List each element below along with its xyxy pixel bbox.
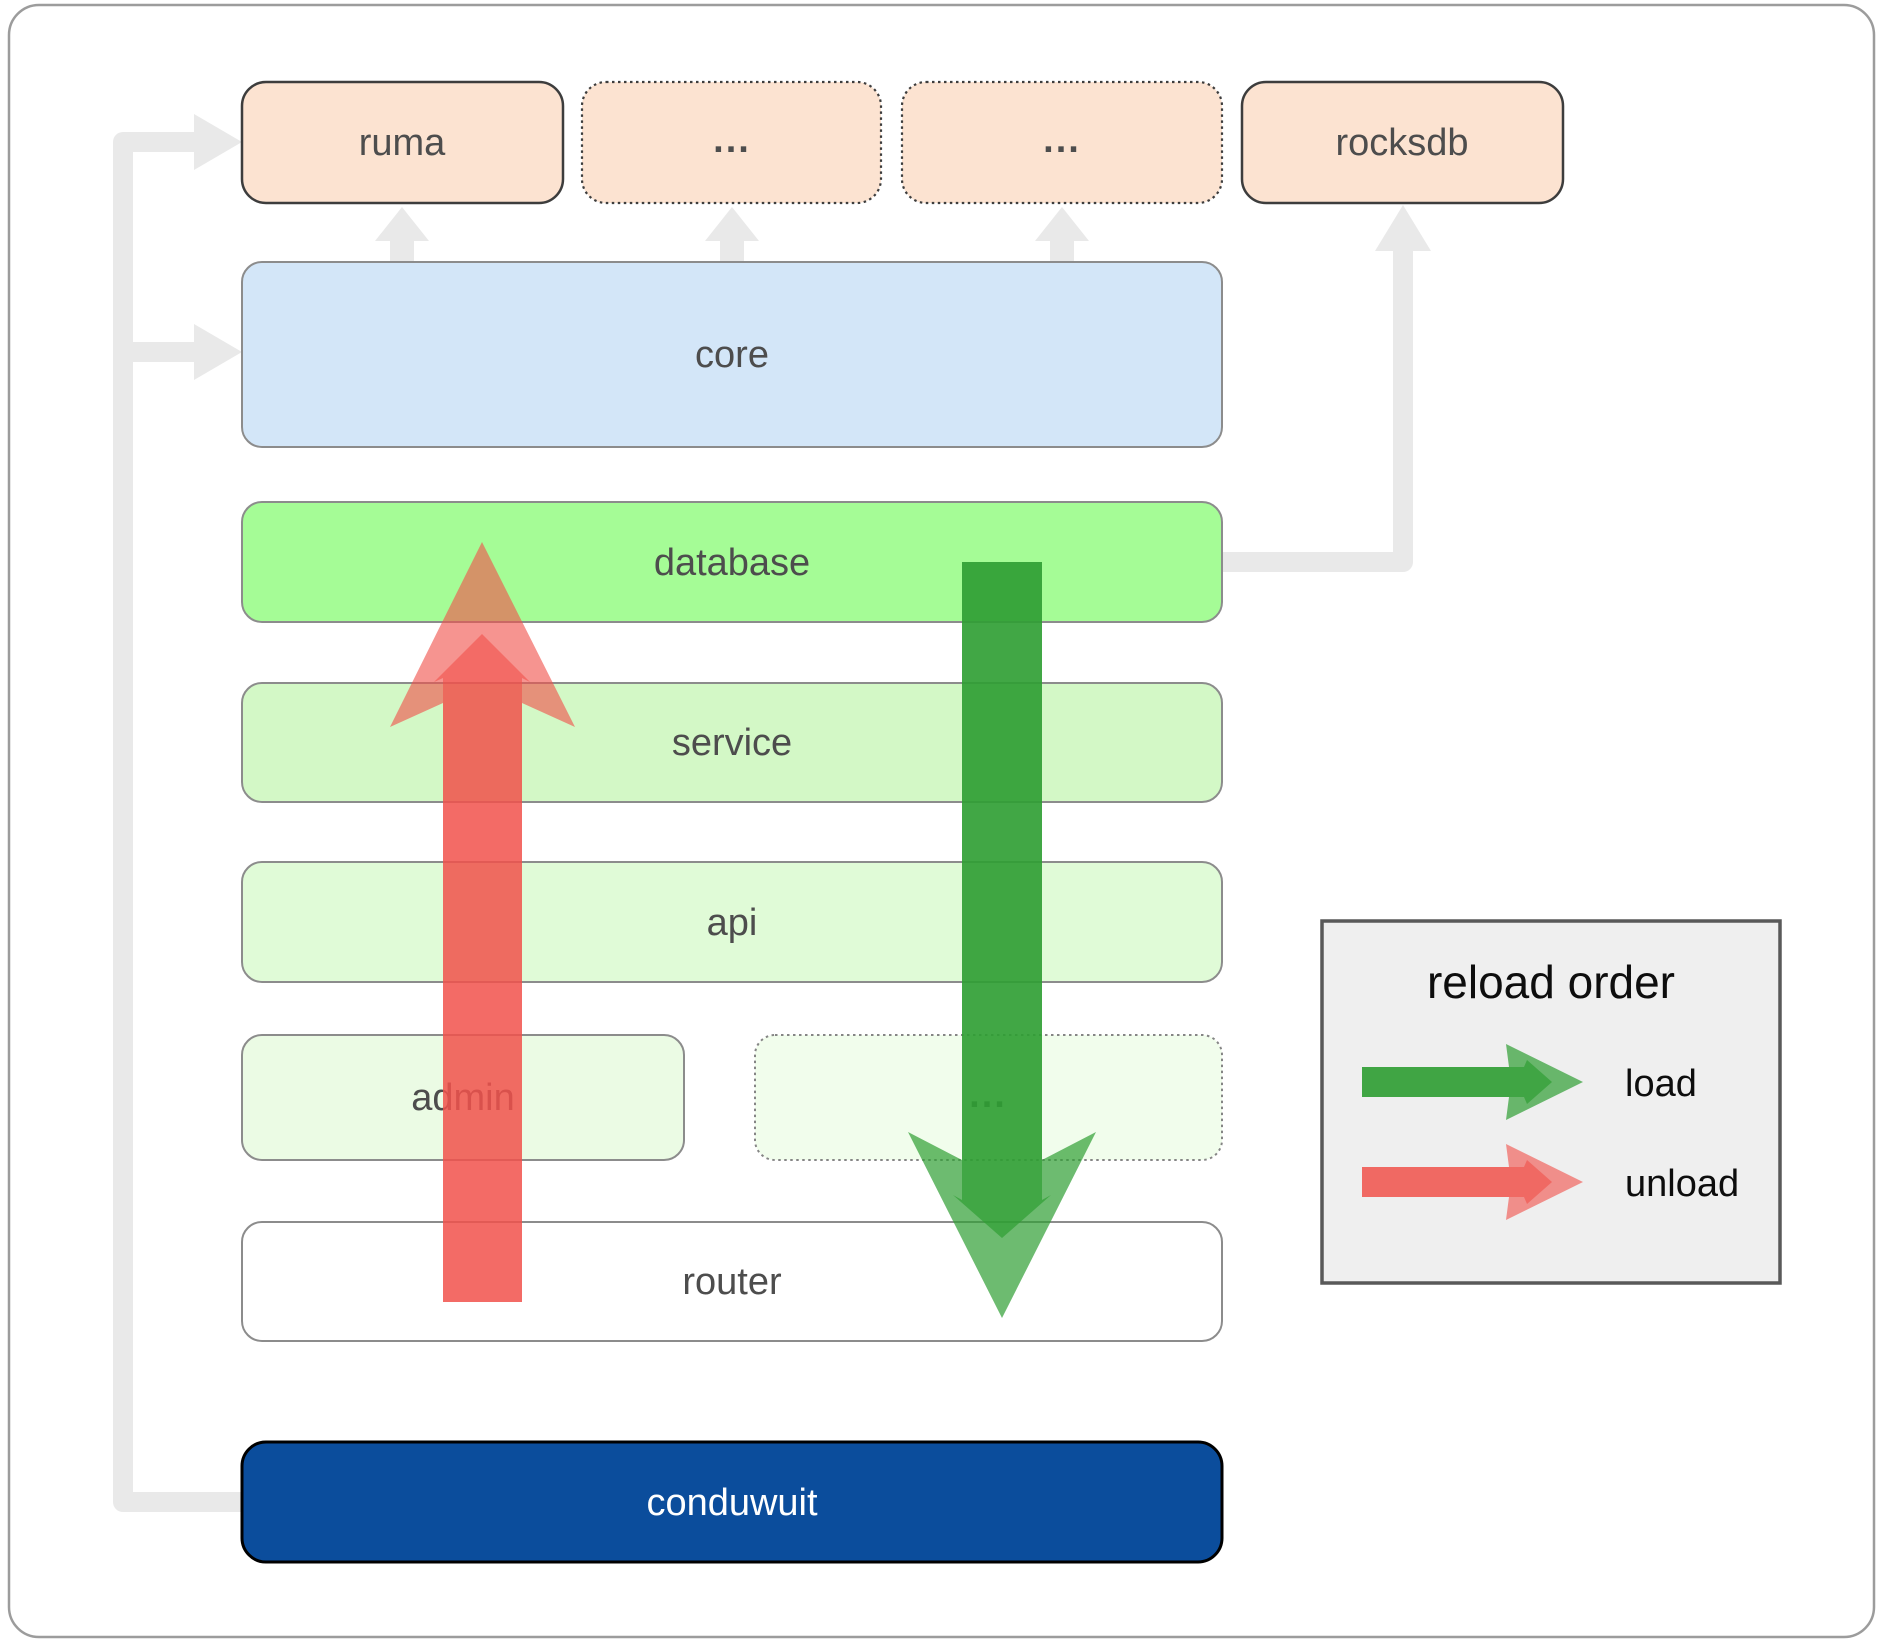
outer-frame	[7, 3, 1876, 1639]
api-label: api	[707, 902, 758, 944]
legend-load-arrow-inner	[1362, 1060, 1552, 1104]
conduwuit-box	[240, 1440, 1224, 1564]
dep-more2-box	[900, 80, 1224, 205]
load-arrow-inner	[953, 562, 1051, 1238]
arrowhead-into-dep-more1	[705, 207, 759, 241]
dep-more1-box	[580, 80, 883, 205]
core-box	[241, 261, 1223, 448]
legend-load-label: load	[1625, 1063, 1697, 1105]
service-label: service	[672, 722, 792, 764]
ruma-label: ruma	[359, 122, 446, 164]
connector-core-to-deps	[375, 207, 1089, 264]
rocksdb-box	[1240, 80, 1565, 205]
legend: reload order load unload	[1320, 919, 1782, 1285]
conduwuit-label: conduwuit	[646, 1482, 818, 1524]
arrowhead-into-core	[194, 324, 242, 380]
router-label: router	[682, 1261, 782, 1303]
legend-unload-label: unload	[1625, 1163, 1739, 1205]
legend-unload-arrow-icon	[1362, 1144, 1583, 1220]
legend-load-arrow-icon	[1362, 1044, 1583, 1120]
ruma-box	[240, 80, 565, 205]
dep-more2-label: ...	[1043, 119, 1081, 161]
legend-box	[1320, 919, 1782, 1285]
core-label: core	[695, 334, 769, 376]
legend-title: reload order	[1427, 956, 1675, 1008]
dependency-row: ruma ... ... rocksdb	[240, 80, 1565, 205]
unload-arrow	[390, 542, 575, 1302]
unload-arrow-inner	[434, 634, 530, 1302]
connector-database-to-rocksdb	[1222, 251, 1413, 572]
arrowhead-into-dep-more2	[1035, 207, 1089, 241]
load-arrow	[908, 562, 1096, 1318]
arrowhead-into-ruma	[194, 114, 242, 170]
connector-conduwuit-to-ruma	[113, 132, 243, 1512]
database-label: database	[654, 542, 810, 584]
gray-connectors	[113, 114, 1431, 1512]
dep-more1-label: ...	[713, 119, 751, 161]
arrowhead-into-rocksdb	[1375, 205, 1431, 251]
legend-unload-arrow-inner	[1362, 1160, 1552, 1204]
rocksdb-label: rocksdb	[1335, 122, 1468, 164]
arrowhead-into-dep-ruma	[375, 207, 429, 241]
